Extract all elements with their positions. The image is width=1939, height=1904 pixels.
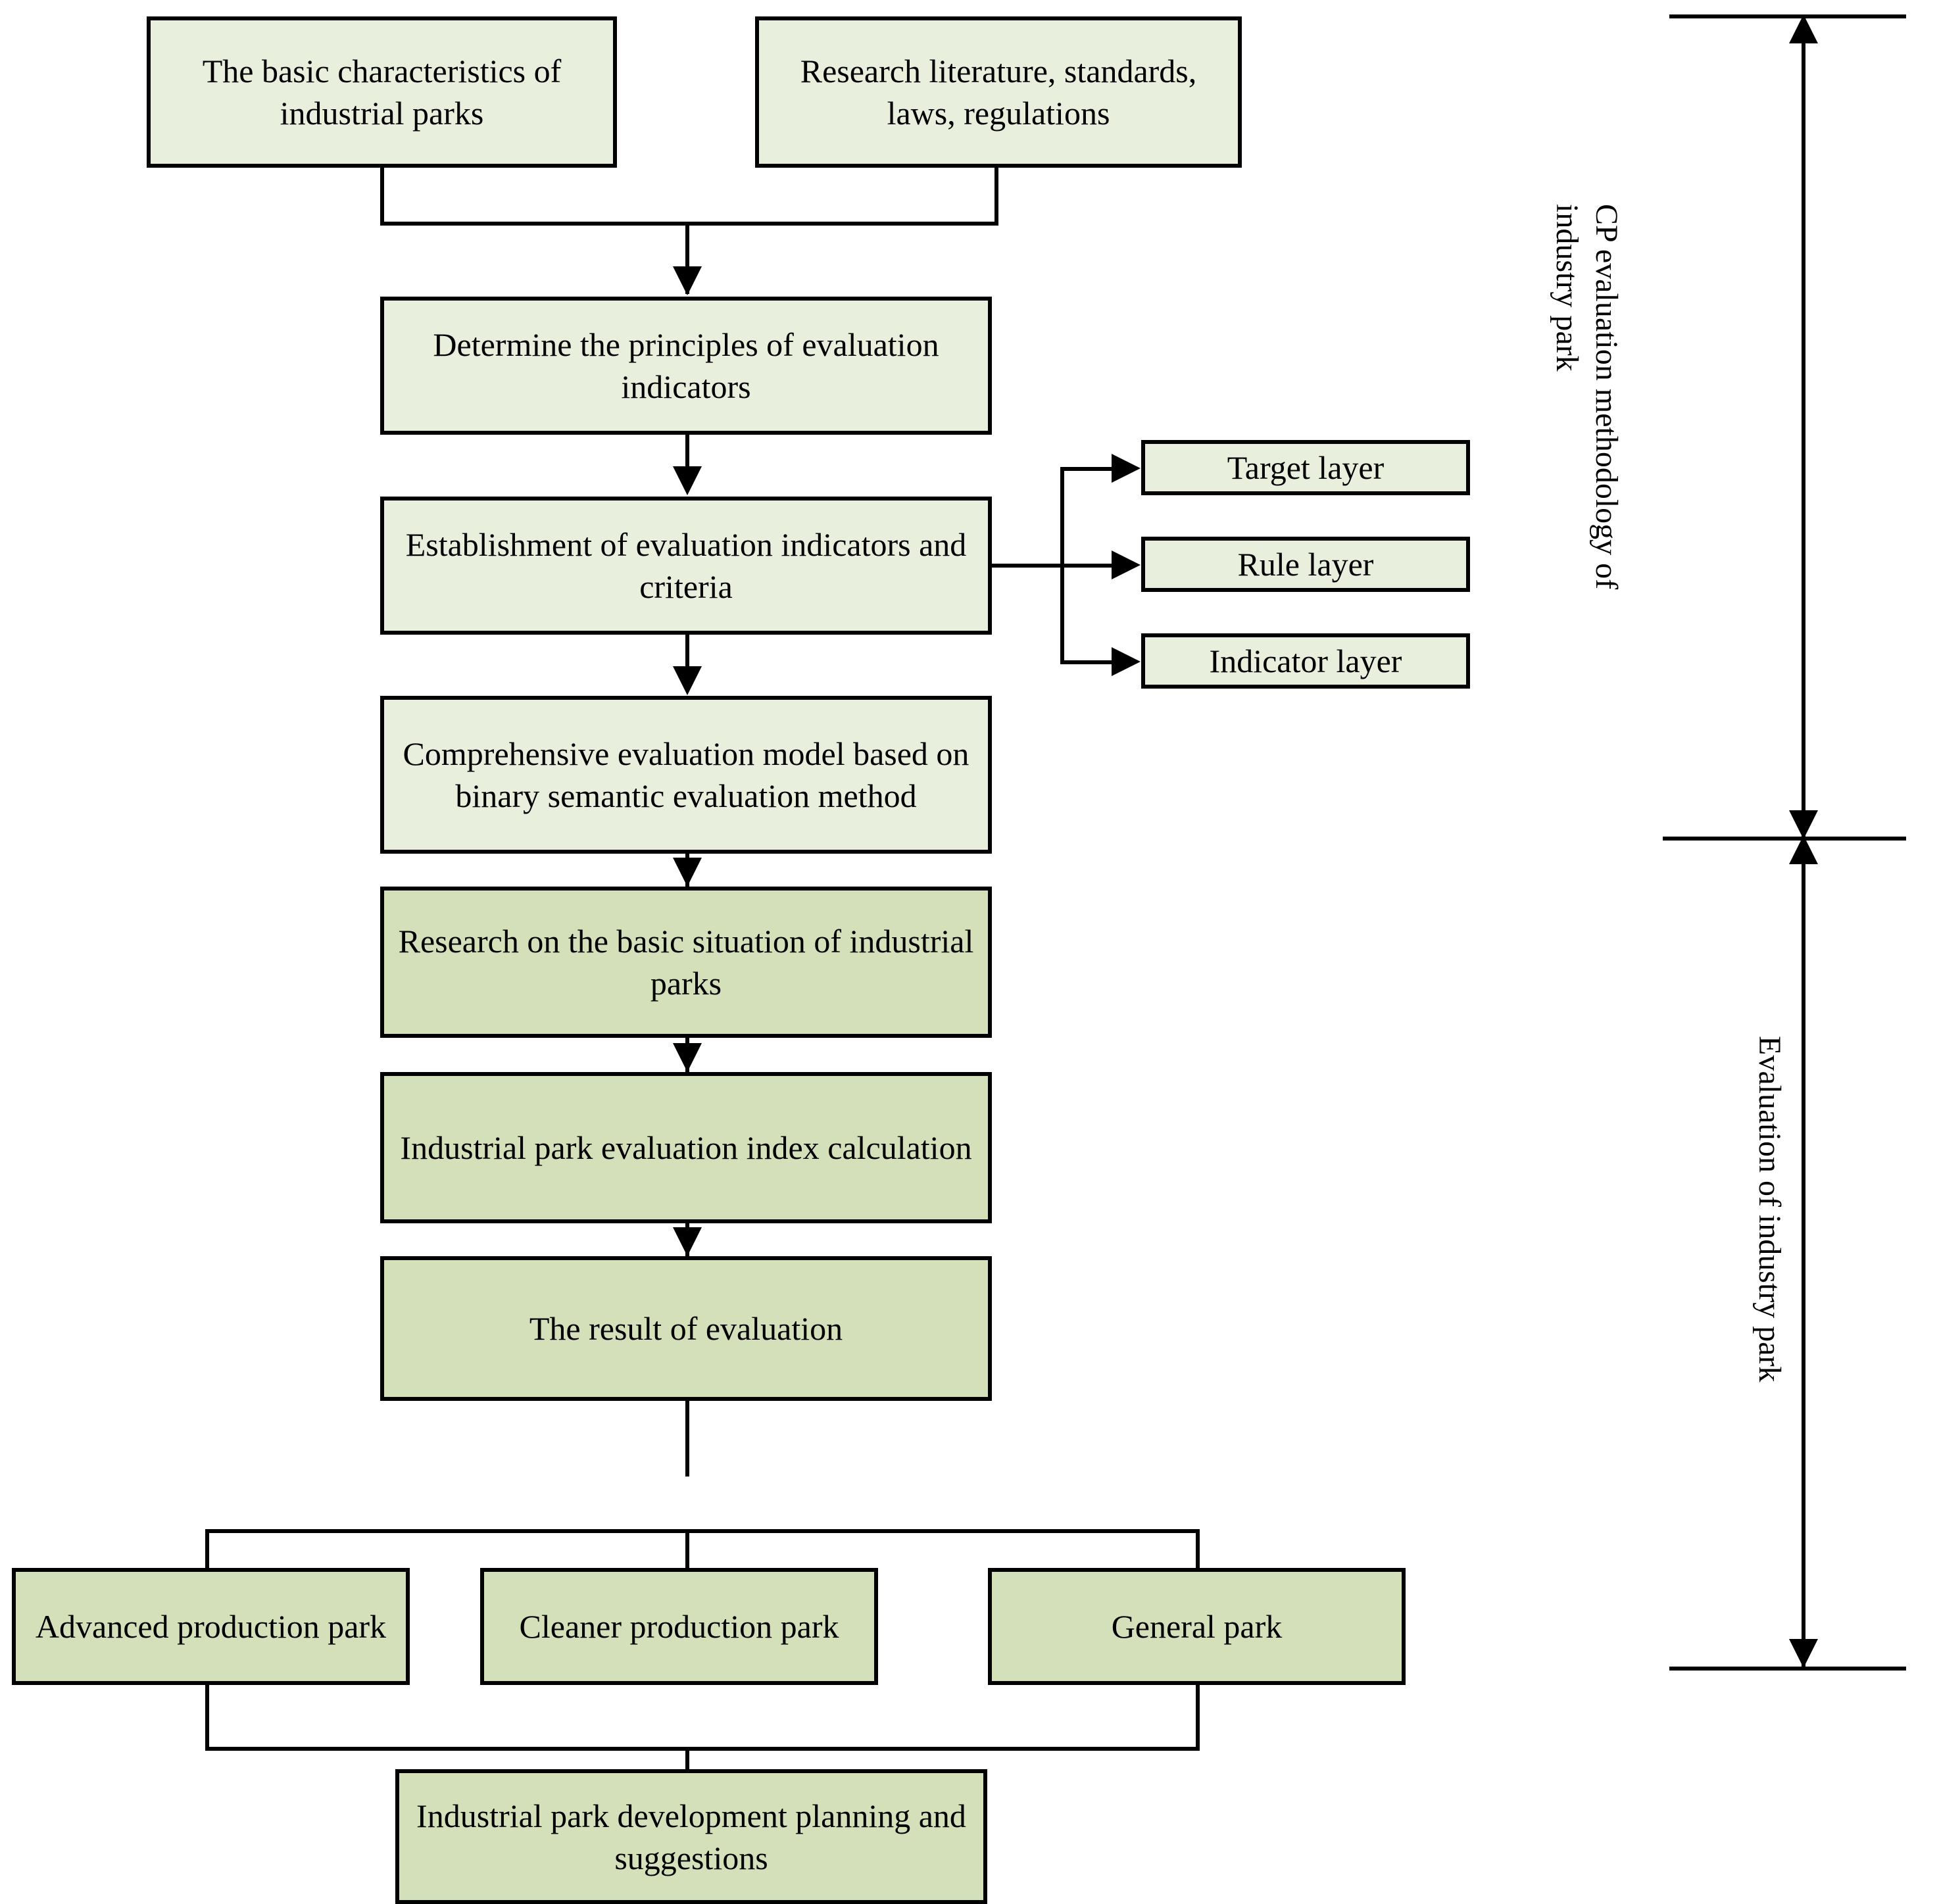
connector-general-down — [1196, 1685, 1200, 1751]
node-general-park[interactable]: General park — [988, 1568, 1406, 1685]
sidebar-stem-lower — [1802, 837, 1805, 1671]
sidebar-label-lower: Evaluation of industry park — [1752, 1036, 1788, 1382]
connector-principles-to-establishment — [685, 435, 689, 474]
node-development-planning-label: Industrial park development planning and… — [416, 1797, 966, 1876]
node-indicator-layer[interactable]: Indicator layer — [1141, 633, 1470, 689]
arrow-to-establishment — [673, 466, 702, 495]
connector-to-indicator-layer — [1060, 660, 1116, 664]
node-development-planning[interactable]: Industrial park development planning and… — [395, 1769, 987, 1904]
node-general-park-label: General park — [1111, 1608, 1283, 1645]
node-target-layer-label: Target layer — [1227, 449, 1385, 486]
sidebar-arrow-upper-top — [1789, 14, 1818, 43]
connector-split-stem-right — [1196, 1529, 1200, 1605]
sidebar-rule-middle — [1663, 837, 1906, 841]
node-basic-characteristics[interactable]: The basic characteristics of industrial … — [147, 16, 617, 168]
connector-to-target-layer — [1060, 467, 1116, 471]
connector-basic-down — [380, 168, 384, 226]
arrow-to-research-situation — [673, 858, 702, 887]
node-comprehensive-model[interactable]: Comprehensive evaluation model based on … — [380, 696, 992, 854]
sidebar-label-upper-line1: CP evaluation methodology of — [1588, 204, 1625, 589]
sidebar-label-lower-text: Evaluation of industry park — [1752, 1036, 1787, 1382]
sidebar-rule-top — [1669, 14, 1906, 18]
node-cleaner-production-park[interactable]: Cleaner production park — [480, 1568, 878, 1685]
sidebar-arrow-lower-top — [1789, 835, 1818, 864]
connector-top-merge-stem — [685, 222, 689, 294]
connector-result-down — [685, 1401, 689, 1477]
connector-split-stem-mid — [685, 1529, 689, 1605]
arrow-to-determine-principles — [673, 266, 702, 295]
node-determine-principles[interactable]: Determine the principles of evaluation i… — [380, 297, 992, 435]
node-indicator-layer-label: Indicator layer — [1209, 643, 1402, 679]
connector-split-bar — [205, 1529, 1200, 1533]
sidebar-stem-upper — [1802, 20, 1805, 839]
sidebar-rule-bottom — [1669, 1667, 1906, 1671]
node-index-calculation-label: Industrial park evaluation index calcula… — [400, 1129, 972, 1166]
node-index-calculation[interactable]: Industrial park evaluation index calcula… — [380, 1072, 992, 1223]
sidebar-label-upper-line2-text: industry park — [1550, 204, 1584, 372]
node-advanced-production-park[interactable]: Advanced production park — [12, 1568, 410, 1685]
arrow-to-index-calculation — [673, 1043, 702, 1072]
sidebar-label-upper-line2: industry park — [1549, 204, 1585, 372]
node-basic-characteristics-label: The basic characteristics of industrial … — [202, 53, 562, 132]
node-determine-principles-label: Determine the principles of evaluation i… — [433, 326, 939, 405]
arrow-to-result — [673, 1227, 702, 1256]
arrow-to-rule-layer — [1112, 550, 1141, 579]
connector-literature-down — [994, 168, 998, 226]
sidebar-arrow-lower-bottom — [1789, 1639, 1818, 1668]
node-research-literature-label: Research literature, standards, laws, re… — [800, 53, 1197, 132]
connector-establishment-to-model — [685, 635, 689, 674]
node-research-basic-situation[interactable]: Research on the basic situation of indus… — [380, 887, 992, 1038]
node-research-basic-situation-label: Research on the basic situation of indus… — [398, 923, 974, 1002]
connector-establishment-right — [992, 564, 1064, 568]
node-establishment-indicators[interactable]: Establishment of evaluation indicators a… — [380, 497, 992, 635]
connector-advanced-down — [205, 1685, 209, 1751]
node-rule-layer-label: Rule layer — [1237, 546, 1374, 583]
sidebar-arrow-upper-bottom — [1789, 810, 1818, 839]
node-advanced-production-park-label: Advanced production park — [35, 1608, 387, 1645]
connector-split-stem-left — [205, 1529, 209, 1605]
node-rule-layer[interactable]: Rule layer — [1141, 537, 1470, 592]
node-target-layer[interactable]: Target layer — [1141, 440, 1470, 495]
arrow-to-indicator-layer — [1112, 647, 1141, 676]
node-cleaner-production-park-label: Cleaner production park — [519, 1608, 839, 1645]
node-result-of-evaluation-label: The result of evaluation — [529, 1310, 843, 1347]
node-result-of-evaluation[interactable]: The result of evaluation — [380, 1256, 992, 1401]
connector-to-rule-layer — [1060, 564, 1116, 568]
node-research-literature[interactable]: Research literature, standards, laws, re… — [755, 16, 1242, 168]
node-establishment-indicators-label: Establishment of evaluation indicators a… — [405, 526, 967, 605]
connector-top-merge-bar — [380, 222, 998, 226]
sidebar-label-upper-line1-text: CP evaluation methodology of — [1589, 204, 1624, 590]
node-comprehensive-model-label: Comprehensive evaluation model based on … — [403, 735, 970, 814]
arrow-to-comprehensive-model — [673, 666, 702, 695]
arrow-to-target-layer — [1112, 454, 1141, 483]
connector-parks-merge-bar — [205, 1747, 1200, 1751]
